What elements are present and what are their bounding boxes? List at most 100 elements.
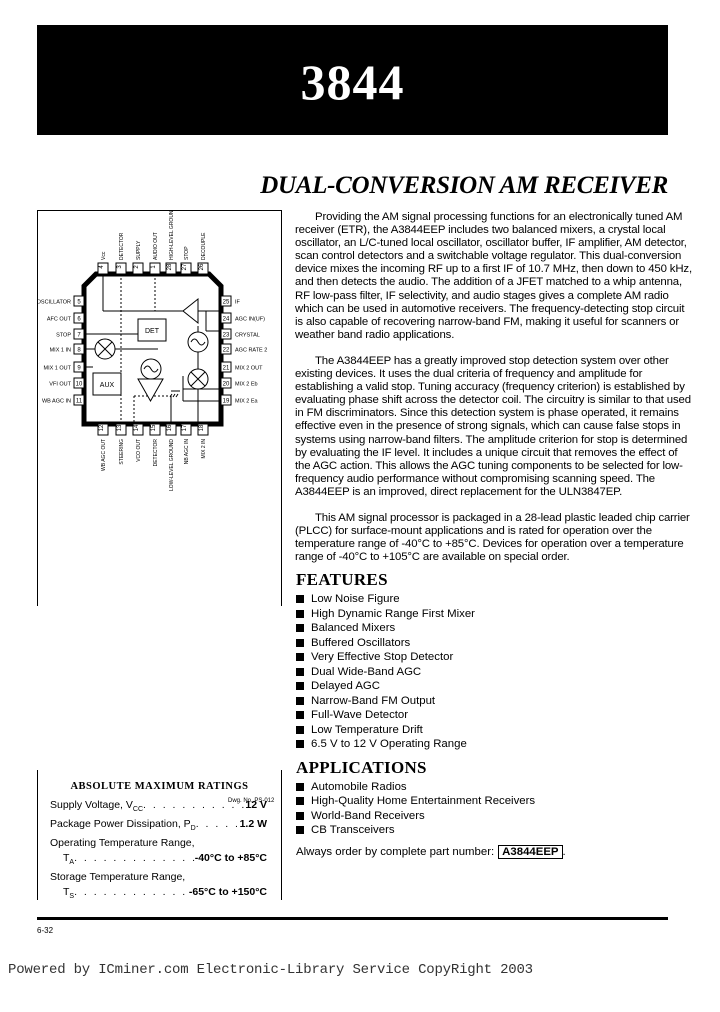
pin-number: 5 [77,300,81,306]
pin-box [73,361,85,373]
pin-label: Vcc [101,251,107,260]
pin-label: MIX 1 IN [50,348,71,354]
rating-storage-temp-value: TS . . . . . . . . . . . . . . . . . . .… [38,885,281,904]
detector-label: DET [145,328,160,335]
pin-label: STOP [184,246,190,260]
list-item: Low Temperature Drift [296,723,693,738]
pin-number: 3 [117,265,123,269]
leader-dots: . . . . . . . . . . [195,818,240,831]
list-item: Balanced Mixers [296,621,693,636]
order-note: Always order by complete part number:A38… [296,844,566,859]
description-column: Providing the AM signal processing funct… [295,211,693,564]
leader-dots: . . . . . . . . . . . . . . . . . . . . … [143,799,245,811]
rating-value: -40°C to +85°C [194,852,267,865]
pin-number: 17 [182,424,188,431]
pin-number: 13 [117,424,123,431]
pin-box [115,262,127,275]
pin-box [115,423,127,436]
sine-wave-icon [190,338,206,346]
rating-power-dissipation: Package Power Dissipation, PD . . . . . … [38,817,281,836]
rating-symbol: T [63,852,70,865]
rating-operating-temp: Operating Temperature Range, [38,836,281,851]
pin-label: HIGH-LEVEL GROUND [169,211,175,260]
rating-label: Operating Temperature Range, [50,837,195,850]
pin-label: AGC RATE 2 [235,348,267,354]
rating-operating-temp-value: TA . . . . . . . . . . . . . . . . . . .… [38,851,281,870]
rating-label: Package Power Dissipation, P [50,818,191,831]
list-item: Full-Wave Detector [296,708,693,723]
pin-number: 19 [223,399,230,405]
pin-label: AFC OUT [47,317,72,323]
pin-label: LOW-LEVEL GROUND [169,439,175,491]
pin-label: AGC IN(UF) [235,317,265,323]
pin-number: 28 [167,263,173,270]
pin-number: 6 [77,317,81,323]
applications-heading: APPLICATIONS [296,757,427,777]
pin-label: MIX 2 IN [201,439,207,459]
ground-icon [169,390,180,398]
mixer-2-cross [190,371,206,387]
aux-block [92,372,122,396]
pin-label: VCO OUT [136,439,142,462]
pin-label: VFI OUT [49,382,71,388]
pin-number: 9 [77,366,81,372]
drawing-number: Dwg. No. PS-012 [228,798,275,804]
list-item: Delayed AGC [296,679,693,694]
pin-label: AUDIO OUT [153,232,159,260]
pin-box [220,394,232,406]
leader-dots: . . . . . . . . . . . . . . . . . . . . … [74,886,189,899]
description-paragraph-3: This AM signal processor is packaged in … [295,511,690,564]
pin-box [73,328,85,340]
pin-number: 12 [99,424,105,431]
list-item: World-Band Receivers [296,809,693,824]
pin-box [180,423,192,436]
rating-label: Storage Temperature Range, [50,871,186,884]
list-item: 6.5 V to 12 V Operating Range [296,737,693,752]
list-item: Low Noise Figure [296,592,693,607]
rating-value: 1.2 W [239,818,267,831]
pin-box [73,343,85,355]
pin-label: IF [235,300,241,306]
rating-subscript: D [190,825,196,833]
pin-number: 15 [151,424,157,431]
rating-subscript: CC [132,806,144,814]
rating-value: 12 V [245,799,267,811]
footer-rule [37,917,668,920]
features-heading: FEATURES [296,570,388,590]
regulator-triangle-icon [137,378,164,403]
pin-box [132,423,144,436]
absolute-maximum-ratings: ABSOLUTE MAXIMUM RATINGS Supply Voltage,… [37,770,282,900]
pin-label: WB AGC IN [42,399,71,405]
pin-box [197,262,209,275]
right-column: Providing the AM signal processing funct… [295,211,693,859]
pin-box [220,312,232,324]
header-band: 3844 [37,25,668,135]
pin-box [73,312,85,324]
pin-box [165,262,177,275]
pin-box [149,423,161,436]
pin-label: DETECTOR [153,439,159,467]
list-item: Buffered Oscillators [296,636,693,651]
pin-box [220,377,232,389]
pin-number: 26 [199,263,205,270]
pin-box [165,423,177,436]
list-item: Dual Wide-Band AGC [296,665,693,680]
pin-number: 8 [77,348,81,354]
rating-symbol: T [63,886,70,899]
pin-number: 2 [134,265,140,269]
pin-number: 7 [77,333,81,339]
pin-label: MIX 1 OUT [43,366,71,372]
pin-number: 1 [151,265,157,269]
leader-dots: . . . . . . . . . . . . . . . . . . . . … [74,852,195,865]
pin-box [132,262,144,275]
pin-box [73,377,85,389]
pin-number: 4 [99,265,105,269]
page-number: 6-32 [37,926,54,935]
pin-label: MIX 2 Ea [235,399,259,405]
pin-number: 16 [167,424,173,431]
part-number-heading: 3844 [300,54,405,110]
